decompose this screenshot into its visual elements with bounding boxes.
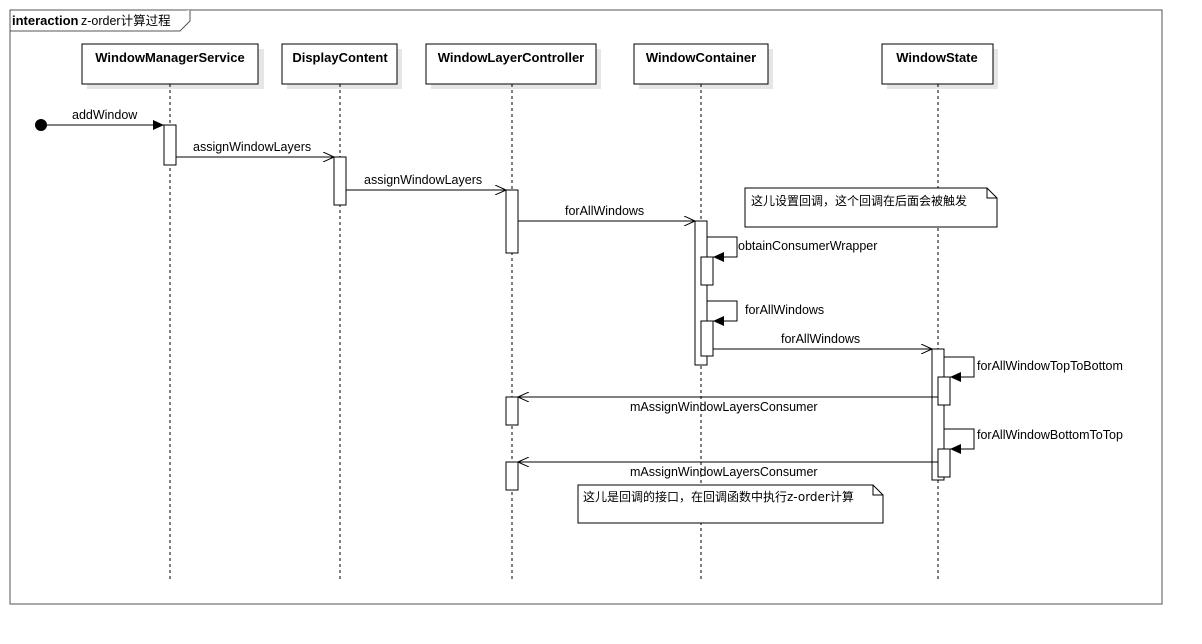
- activation-ws-nested-2: [937, 448, 951, 478]
- activation-wlc-1: [505, 189, 519, 254]
- message-mAssignWindowLayersConsumer-1[interactable]: mAssignWindowLayersConsumer: [518, 397, 938, 414]
- activation-wms: [163, 124, 177, 166]
- lifeline-label-wlc: WindowLayerController: [438, 50, 585, 65]
- message-forAllWindows-1[interactable]: forAllWindows: [518, 204, 695, 221]
- message-assignWindowLayers-2[interactable]: assignWindowLayers: [346, 173, 506, 190]
- message-label-forAllWindows-1: forAllWindows: [565, 204, 644, 218]
- note-callback-interface[interactable]: 这儿是回调的接口，在回调函数中执行z-order计算: [577, 484, 884, 524]
- activation-dc: [333, 156, 347, 206]
- lifeline-label-wc: WindowContainer: [646, 50, 756, 65]
- lifeline-wms[interactable]: WindowManagerService: [81, 43, 264, 89]
- message-label-forAllWindowBottomToTop: forAllWindowBottomToTop: [977, 428, 1123, 442]
- message-label-obtainConsumerWrapper: obtainConsumerWrapper: [738, 239, 877, 253]
- lifeline-label-ws: WindowState: [896, 50, 978, 65]
- message-label-addWindow: addWindow: [72, 108, 138, 122]
- message-label-forAllWindowTopToBottom: forAllWindowTopToBottom: [977, 359, 1123, 373]
- message-assignWindowLayers-1[interactable]: assignWindowLayers: [176, 140, 334, 157]
- message-forAllWindowTopToBottom[interactable]: forAllWindowTopToBottom: [944, 356, 1123, 382]
- lifeline-ws[interactable]: WindowState: [881, 43, 998, 89]
- activation-wc-nested-1: [700, 256, 714, 286]
- activation-wlc-3: [505, 461, 519, 491]
- frame-keyword: interaction: [12, 13, 79, 28]
- activation-wlc-2: [505, 396, 519, 426]
- lifeline-dc[interactable]: DisplayContent: [281, 43, 402, 89]
- lifeline-label-wms: WindowManagerService: [95, 50, 244, 65]
- frame-title: z-order计算过程: [81, 13, 171, 28]
- note-callback-setup[interactable]: 这儿设置回调，这个回调在后面会被触发: [744, 187, 998, 228]
- interaction-frame: interaction z-order计算过程: [9, 9, 1163, 605]
- message-mAssignWindowLayersConsumer-2[interactable]: mAssignWindowLayersConsumer: [518, 462, 938, 479]
- message-label-forAllWindows-self: forAllWindows: [745, 303, 824, 317]
- activation-ws-nested-1: [937, 376, 951, 406]
- lifeline-label-dc: DisplayContent: [292, 50, 388, 65]
- message-label-mAssignWindowLayersConsumer-1: mAssignWindowLayersConsumer: [630, 400, 818, 414]
- message-label-assignWindowLayers-1: assignWindowLayers: [193, 140, 311, 154]
- message-label-forAllWindows-2: forAllWindows: [781, 332, 860, 346]
- note-text-callback-setup: 这儿设置回调，这个回调在后面会被触发: [751, 193, 967, 208]
- lifeline-wc[interactable]: WindowContainer: [633, 43, 773, 89]
- message-forAllWindows-2[interactable]: forAllWindows: [713, 332, 932, 349]
- message-forAllWindowBottomToTop[interactable]: forAllWindowBottomToTop: [944, 428, 1123, 454]
- note-text-callback-interface: 这儿是回调的接口，在回调函数中执行z-order计算: [583, 489, 854, 504]
- message-label-assignWindowLayers-2: assignWindowLayers: [364, 173, 482, 187]
- message-forAllWindows-self[interactable]: forAllWindows: [707, 300, 824, 326]
- message-addWindow[interactable]: addWindow: [35, 108, 164, 131]
- activation-wc-nested-2: [700, 320, 714, 357]
- message-label-mAssignWindowLayersConsumer-2: mAssignWindowLayersConsumer: [630, 465, 818, 479]
- message-obtainConsumerWrapper[interactable]: obtainConsumerWrapper: [707, 236, 877, 262]
- lifeline-wlc[interactable]: WindowLayerController: [425, 43, 601, 89]
- activation-bars: [163, 124, 951, 491]
